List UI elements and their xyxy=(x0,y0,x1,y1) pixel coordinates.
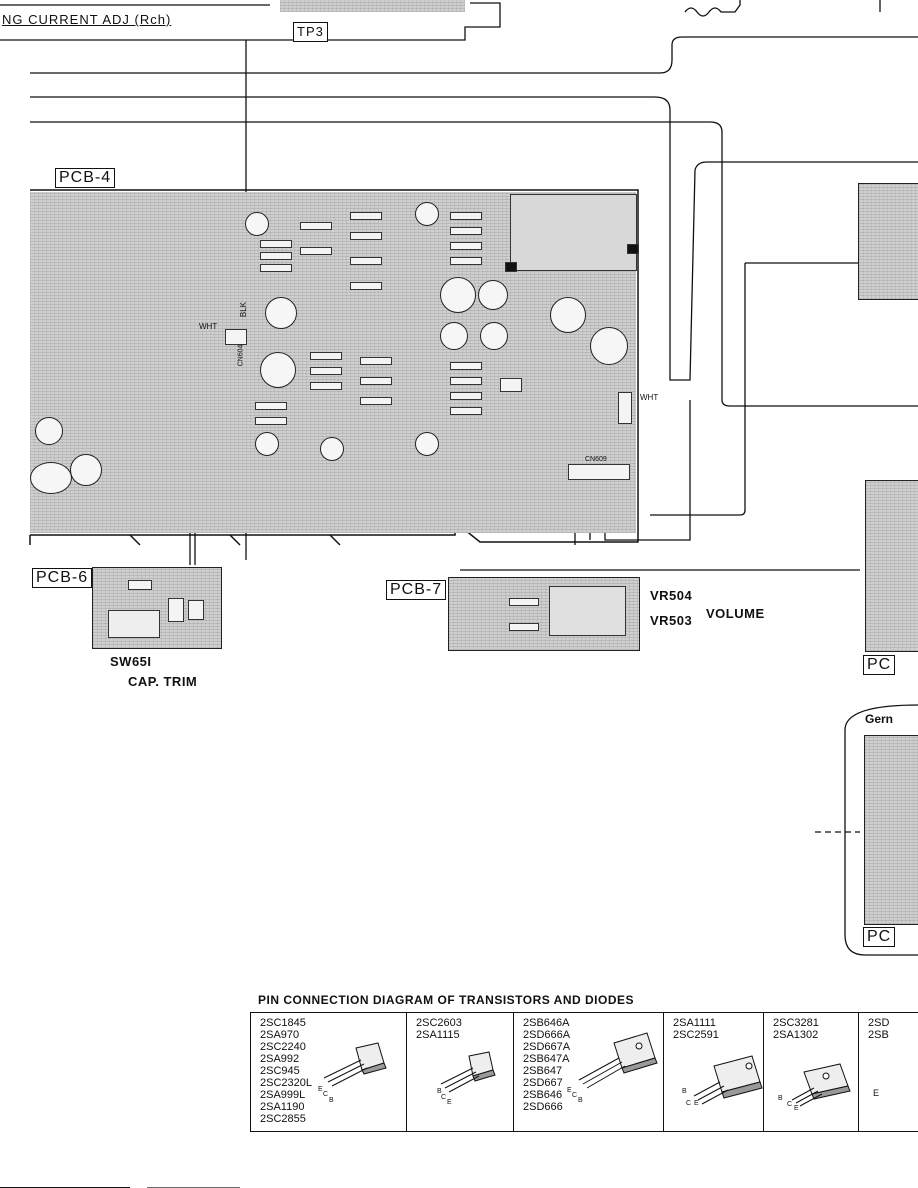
resistor xyxy=(450,392,482,400)
pin-table-title: PIN CONNECTION DIAGRAM OF TRANSISTORS AN… xyxy=(258,993,635,1007)
resistor xyxy=(360,397,392,405)
top-board-strip xyxy=(280,0,465,12)
capacitor xyxy=(480,322,508,350)
to92l-transistor-icon xyxy=(440,1051,496,1093)
resistor xyxy=(310,352,342,360)
cap-trim-label: CAP. TRIM xyxy=(128,674,198,689)
current-adj-label: NG CURRENT ADJ (Rch) xyxy=(2,12,172,27)
connector-cn609 xyxy=(568,464,630,480)
capacitor xyxy=(168,598,184,622)
vr504-label: VR504 xyxy=(650,588,693,603)
capacitor xyxy=(30,462,72,494)
terminal xyxy=(505,262,517,272)
pc-right-label-1: PC xyxy=(863,655,896,675)
resistor xyxy=(350,232,382,240)
pin-group-3: 2SB646A 2SD666A 2SD667A 2SB647A 2SB647 2… xyxy=(514,1013,664,1131)
capacitor xyxy=(440,322,468,350)
resistor xyxy=(350,212,382,220)
pc-right-label-2: PC xyxy=(863,927,896,947)
capacitor xyxy=(260,352,296,388)
relay-module xyxy=(510,194,637,271)
resistor xyxy=(450,377,482,385)
pin-group-1: 2SC1845 2SA970 2SC2240 2SA992 2SC945 2SC… xyxy=(251,1013,407,1131)
connector xyxy=(618,392,632,424)
connector-cn604 xyxy=(225,329,247,345)
pcb4-label: PCB-4 xyxy=(55,168,116,188)
resistor xyxy=(128,580,152,590)
resistor xyxy=(350,257,382,265)
volume-label: VOLUME xyxy=(706,606,765,621)
resistor xyxy=(360,357,392,365)
resistor xyxy=(450,257,482,265)
right-board-1 xyxy=(858,183,918,300)
pin-group-4: 2SA1111 2SC2591 B C E xyxy=(664,1013,764,1131)
to3p-transistor-icon xyxy=(791,1063,851,1107)
resistor xyxy=(450,227,482,235)
capacitor xyxy=(415,202,439,226)
resistor xyxy=(300,247,332,255)
resistor xyxy=(509,623,539,631)
pin-table: 2SC1845 2SA970 2SC2240 2SA992 2SC945 2SC… xyxy=(250,1012,918,1132)
capacitor xyxy=(245,212,269,236)
resistor xyxy=(255,402,287,410)
pcb6-label: PCB-6 xyxy=(32,568,93,588)
connector-cn609-label: CN609 xyxy=(585,456,607,463)
wire-label-wht: WHT xyxy=(199,322,218,331)
volume-pot xyxy=(549,586,626,636)
pcb7-label: PCB-7 xyxy=(386,580,447,600)
vr503-label: VR503 xyxy=(650,613,693,628)
resistor xyxy=(350,282,382,290)
resistor xyxy=(255,417,287,425)
capacitor xyxy=(265,297,297,329)
capacitor xyxy=(550,297,586,333)
right-board-3 xyxy=(864,735,918,925)
resistor xyxy=(310,382,342,390)
germ-partial-label: Gern xyxy=(865,712,894,726)
capacitor xyxy=(70,454,102,486)
capacitor xyxy=(478,280,508,310)
resistor xyxy=(260,252,292,260)
resistor xyxy=(450,362,482,370)
capacitor xyxy=(320,437,344,461)
resistor xyxy=(310,367,342,375)
resistor xyxy=(450,407,482,415)
capacitor xyxy=(35,417,63,445)
resistor xyxy=(260,264,292,272)
terminal xyxy=(627,244,639,254)
connector xyxy=(500,378,522,392)
resistor xyxy=(260,240,292,248)
to92-transistor-icon xyxy=(323,1042,387,1087)
resistor xyxy=(450,212,482,220)
to220-transistor-icon xyxy=(693,1055,763,1105)
pcb6-board xyxy=(92,567,222,649)
wire-label-blk: BLK xyxy=(239,301,249,318)
pin-group-5: 2SC3281 2SA1302 B C E xyxy=(764,1013,859,1131)
resistor xyxy=(509,598,539,606)
resistor xyxy=(450,242,482,250)
capacitor xyxy=(440,277,476,313)
resistor xyxy=(300,222,332,230)
pcb7-board xyxy=(448,577,640,651)
tp3-label: TP3 xyxy=(293,22,328,42)
capacitor xyxy=(188,600,204,620)
switch-sw651 xyxy=(108,610,160,638)
resistor xyxy=(360,377,392,385)
wire-label-wht-right: WHT xyxy=(640,393,659,402)
to126-transistor-icon xyxy=(578,1032,658,1089)
right-board-2 xyxy=(865,480,918,652)
connector-cn604-label: CN604 xyxy=(237,344,245,367)
pcb4-board xyxy=(30,192,639,533)
pin-group-6: 2SD 2SB E xyxy=(868,1017,890,1098)
pin-group-2: 2SC2603 2SA1115 B C E xyxy=(407,1013,514,1131)
capacitor xyxy=(590,327,628,365)
capacitor xyxy=(255,432,279,456)
capacitor xyxy=(415,432,439,456)
sw651-label: SW65I xyxy=(110,654,152,669)
